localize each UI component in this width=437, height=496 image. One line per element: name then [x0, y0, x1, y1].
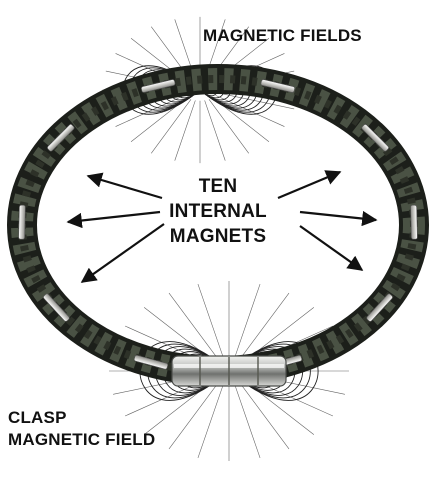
arrow-upper-right	[277, 170, 342, 200]
clasp-label-line-1: CLASP	[8, 408, 67, 427]
center-label-line-3: MAGNETS	[169, 226, 267, 247]
arrow-lower-right	[299, 225, 364, 271]
clasp-field-ray	[233, 283, 261, 361]
magnet-bar	[18, 204, 26, 240]
clasp-field-ray	[197, 381, 225, 459]
top-field-ray	[115, 95, 185, 127]
clasp-field-ray	[237, 292, 290, 362]
clasp-field-ray	[233, 381, 261, 459]
arrow-upper-left	[86, 172, 163, 200]
clasp	[171, 355, 287, 387]
center-label-line-1: TEN	[198, 176, 238, 197]
indicator-arrows	[66, 170, 378, 283]
clasp-field-ray	[197, 283, 225, 361]
clasp-field-ray	[168, 292, 221, 362]
clasp-field-ray	[143, 307, 217, 364]
magnetic-fields-label: MAGNETIC FIELDS	[203, 26, 362, 45]
internal-magnets	[18, 79, 418, 370]
top-field-ray	[174, 100, 196, 161]
top-field-ray	[215, 95, 285, 127]
clasp-field-ray	[237, 380, 290, 450]
clasp-field-ray	[143, 378, 217, 435]
arrow-lower-left	[80, 223, 165, 283]
top-field-ray	[204, 100, 226, 161]
top-field-ray	[130, 97, 188, 142]
magnet-bar	[361, 124, 389, 152]
magnet-bar	[133, 355, 169, 370]
magnet-bar	[260, 79, 295, 93]
top-field-ray	[151, 99, 192, 154]
arrow-middle-right	[299, 210, 378, 227]
ten-internal-magnets-label: TEN INTERNAL MAGNETS	[120, 174, 316, 249]
magnet-bar	[43, 293, 70, 322]
magnet-bar	[366, 293, 393, 322]
top-field-ray	[217, 92, 295, 110]
arrow-middle-left	[66, 210, 161, 229]
magnet-bar	[47, 124, 75, 152]
magnet-bar	[141, 79, 176, 93]
magnet-bar	[410, 204, 418, 240]
center-label-line-2: INTERNAL	[169, 201, 267, 222]
clasp-magnetic-field-label: CLASP MAGNETIC FIELD	[8, 407, 155, 451]
clasp-field-ray	[168, 380, 221, 450]
clasp-field-ray	[241, 378, 315, 435]
clasp-label-line-2: MAGNETIC FIELD	[8, 430, 156, 449]
top-field-ray	[212, 97, 270, 142]
top-field-ray	[208, 99, 249, 154]
